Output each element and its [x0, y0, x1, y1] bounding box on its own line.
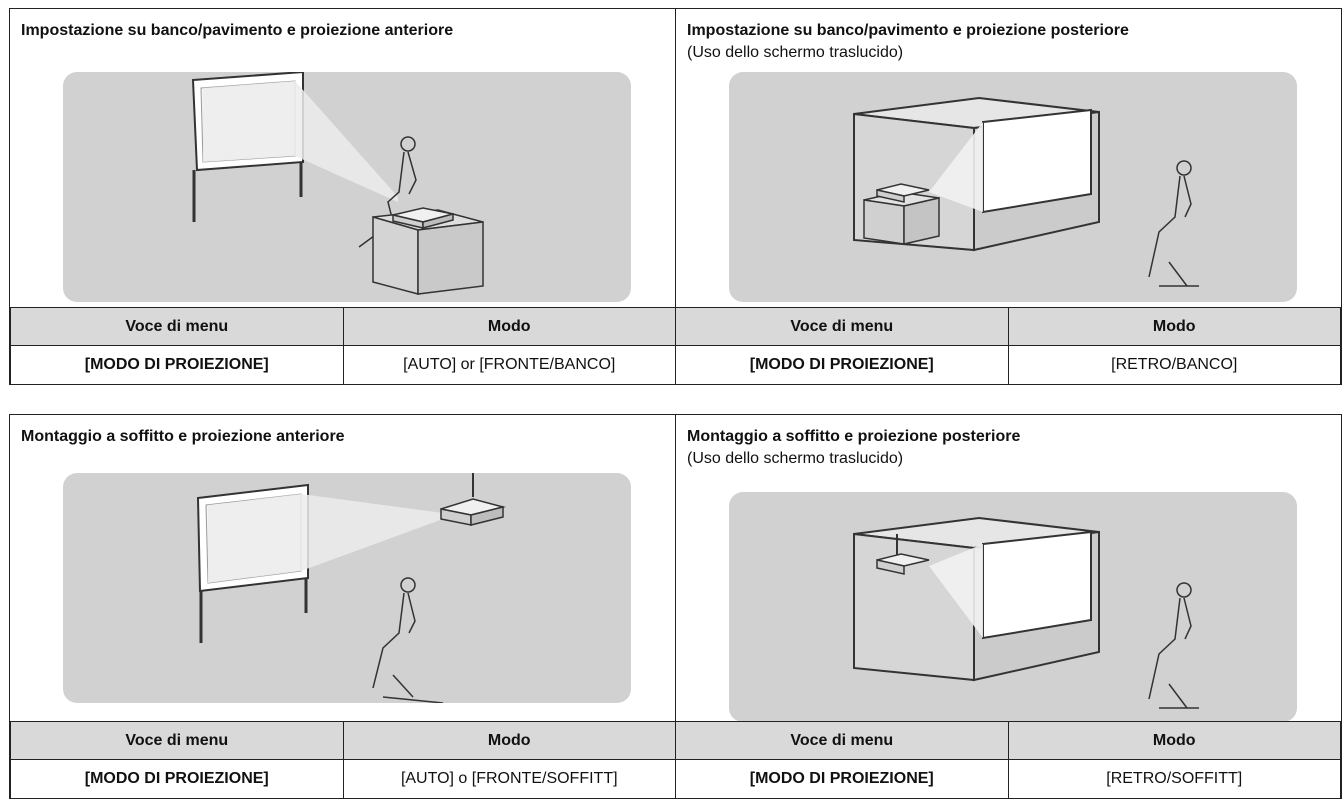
mode-cell: [AUTO] or [FRONTE/BANCO]: [342, 345, 676, 385]
panel-ceiling-rear: Montaggio a soffitto e proiezione poster…: [676, 415, 1342, 722]
panel-floor-rear: Impostazione su banco/pavimento e proiez…: [676, 9, 1342, 307]
col-header-mode: Modo: [342, 721, 676, 760]
illustration-ceiling-rear: [729, 492, 1297, 722]
panel-title: Impostazione su banco/pavimento e proiez…: [21, 22, 454, 39]
top-block: Impostazione su banco/pavimento e proiez…: [9, 8, 1342, 385]
panel-title: Montaggio a soffitto e proiezione anteri…: [21, 428, 345, 445]
projection-beam-icon: [929, 122, 983, 212]
projector-icon: [876, 553, 930, 575]
person-icon: [1148, 582, 1199, 709]
projection-beam-icon: [208, 494, 443, 583]
menu-item-cell: [MODO DI PROIEZIONE]: [675, 759, 1009, 799]
panel-subtitle: (Uso dello schermo traslucido): [687, 44, 904, 61]
settings-table: Voce di menu Modo Voce di menu Modo [MOD…: [10, 307, 1341, 385]
col-header-item: Voce di menu: [10, 307, 344, 346]
col-header-item: Voce di menu: [675, 307, 1009, 346]
panel-subtitle: (Uso dello schermo traslucido): [687, 450, 904, 467]
col-header-mode: Modo: [1007, 721, 1341, 760]
col-header-mode: Modo: [342, 307, 676, 346]
col-header-item: Voce di menu: [675, 721, 1009, 760]
panel-title: Impostazione su banco/pavimento e proiez…: [687, 22, 1129, 39]
panel-ceiling-front: Montaggio a soffitto e proiezione anteri…: [10, 415, 676, 721]
menu-item-cell: [MODO DI PROIEZIONE]: [10, 759, 344, 799]
bottom-block: Montaggio a soffitto e proiezione anteri…: [9, 414, 1342, 799]
panel-title: Montaggio a soffitto e proiezione poster…: [687, 428, 1021, 445]
projector-icon: [392, 207, 454, 229]
projector-icon: [876, 183, 930, 203]
col-header-item: Voce di menu: [10, 721, 344, 760]
menu-item-cell: [MODO DI PROIEZIONE]: [675, 345, 1009, 385]
illustration-floor-front: [63, 72, 631, 302]
settings-table: Voce di menu Modo Voce di menu Modo [MOD…: [10, 721, 1341, 799]
mode-cell: [RETRO/BANCO]: [1007, 345, 1341, 385]
projection-beam-icon: [203, 81, 398, 202]
person-icon: [372, 577, 444, 703]
illustration-ceiling-front: [63, 473, 631, 703]
person-icon: [1148, 160, 1199, 287]
projection-beam-icon: [929, 544, 983, 638]
col-header-mode: Modo: [1007, 307, 1341, 346]
illustration-floor-rear: [729, 72, 1297, 302]
mode-cell: [RETRO/SOFFITT]: [1007, 759, 1341, 799]
mode-cell: [AUTO] o [FRONTE/SOFFITT]: [342, 759, 676, 799]
table-stand-icon: [372, 209, 484, 295]
menu-item-cell: [MODO DI PROIEZIONE]: [10, 345, 344, 385]
projector-icon: [440, 498, 506, 526]
panel-floor-front: Impostazione su banco/pavimento e proiez…: [10, 9, 676, 307]
table-stand-icon: [863, 191, 940, 245]
